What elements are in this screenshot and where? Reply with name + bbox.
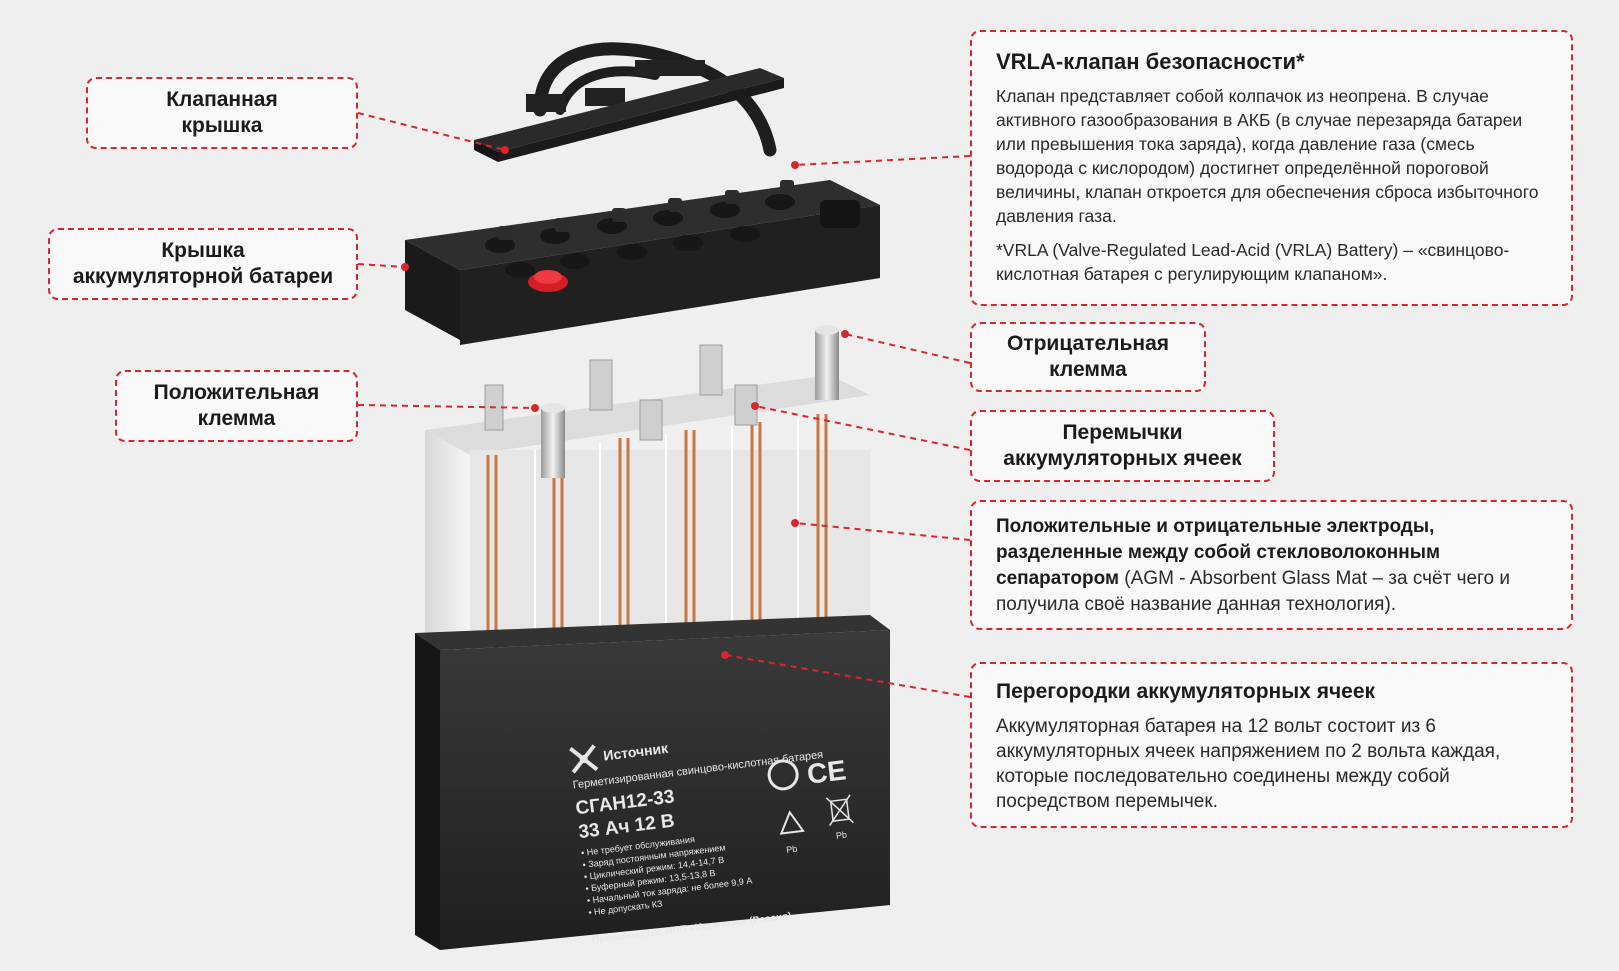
- callout-vrla-valve: VRLA-клапан безопасности* Клапан предста…: [970, 30, 1573, 306]
- recycle-icon: [779, 810, 805, 835]
- callout-arrowheads: [401, 146, 849, 659]
- vrla-title: VRLA-клапан безопасности*: [996, 49, 1305, 74]
- electrodes-description: Положительные и отрицательные электроды,…: [996, 514, 1547, 618]
- battery-lid: [405, 180, 880, 345]
- callout-negative-terminal: Отрицательная клемма: [970, 322, 1206, 392]
- pb-label: Pb: [835, 830, 847, 841]
- positive-terminal-post: [541, 403, 565, 478]
- valve-cover-strip: [474, 42, 784, 162]
- callout-cell-jumpers-label: Перемычки аккумуляторных ячеек: [1003, 421, 1242, 470]
- callout-electrodes: Положительные и отрицательные электроды,…: [970, 500, 1573, 630]
- ce-mark: CE: [805, 754, 847, 790]
- callout-valve-cover-label: Клапанная крышка: [166, 88, 278, 137]
- callout-cell-jumpers: Перемычки аккумуляторных ячеек: [970, 410, 1275, 482]
- certification-mark-icon: [767, 759, 799, 791]
- pb-label: Pb: [786, 844, 798, 855]
- callout-battery-lid: Крышка аккумуляторной батареи: [48, 228, 358, 300]
- electrodes-bold-text: Положительные и отрицательные электроды,…: [996, 516, 1441, 589]
- callout-battery-lid-label: Крышка аккумуляторной батареи: [72, 239, 334, 288]
- crossed-bin-icon: [825, 794, 854, 826]
- callout-cell-partitions: Перегородки аккумуляторных ячеек Аккумул…: [970, 662, 1573, 828]
- callout-negative-terminal-label: Отрицательная клемма: [1006, 332, 1170, 381]
- callout-valve-cover: Клапанная крышка: [86, 77, 358, 149]
- callout-positive-terminal-label: Положительная клемма: [153, 381, 320, 430]
- callout-positive-terminal: Положительная клемма: [115, 370, 358, 442]
- negative-terminal-post: [815, 325, 839, 400]
- vrla-footnote: *VRLA (Valve-Regulated Lead-Acid (VRLA) …: [996, 240, 1510, 284]
- electrodes-normal-text: (AGM - Absorbent Glass Mat – за счёт чег…: [996, 568, 1511, 615]
- brand-logo-icon: [569, 744, 599, 774]
- vrla-description: Клапан представляет собой колпачок из не…: [996, 86, 1539, 226]
- partitions-description: Аккумуляторная батарея на 12 вольт состо…: [996, 716, 1501, 812]
- brand-name: Источник: [602, 740, 669, 764]
- callout-pointers: [357, 112, 971, 698]
- partitions-title: Перегородки аккумуляторных ячеек: [996, 680, 1376, 703]
- battery-case: [415, 615, 890, 950]
